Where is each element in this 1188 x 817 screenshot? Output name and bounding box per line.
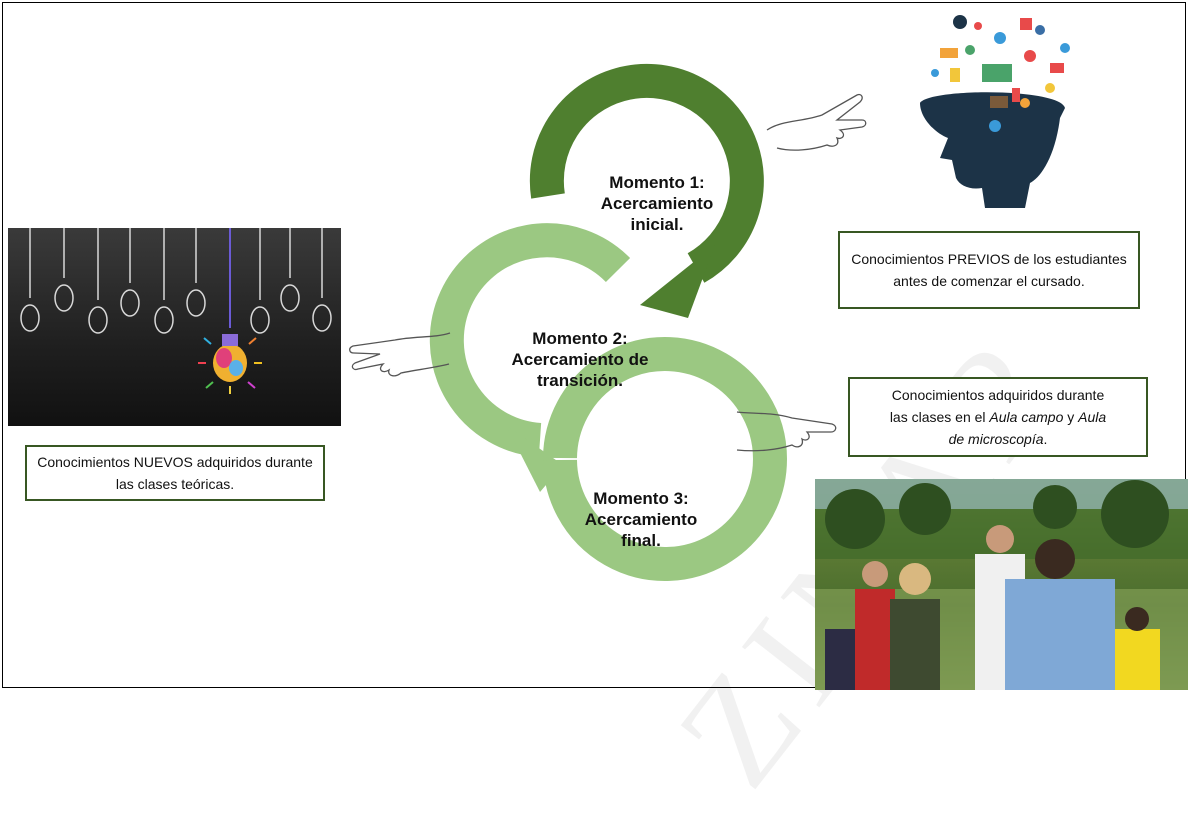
moment-3-line2: Acercamiento bbox=[584, 510, 698, 529]
field-class-photo bbox=[815, 479, 1188, 690]
acquired-knowledge-box: Conocimientos adquiridos durante las cla… bbox=[848, 377, 1148, 457]
hand-pointing-icon-3 bbox=[736, 411, 837, 452]
acquired-line-3: de microscopía. bbox=[948, 431, 1048, 447]
cycle-diagram bbox=[429, 63, 787, 581]
moment-1-line2: Acercamiento bbox=[600, 194, 714, 213]
moment-3-ring bbox=[543, 337, 787, 581]
hand-pointing-icon-1 bbox=[766, 93, 867, 151]
acquired-line-1: Conocimientos adquiridos durante bbox=[891, 387, 1105, 403]
moment-2-label: Momento 2: Acercamiento de transición. bbox=[480, 328, 680, 391]
moment-1-ring bbox=[529, 63, 764, 318]
new-knowledge-box: Conocimientos NUEVOS adquiridos durante … bbox=[25, 445, 325, 501]
moment-1-label: Momento 1: Acercamiento inicial. bbox=[572, 172, 742, 235]
moment-3-title: Momento 3: bbox=[593, 489, 689, 508]
acquired-line-2: las clases en el Aula campo y Aula bbox=[889, 409, 1107, 425]
head-with-icons-image bbox=[890, 8, 1090, 228]
new-knowledge-text: Conocimientos NUEVOS adquiridos durante … bbox=[37, 454, 313, 492]
moment-1-line3: inicial. bbox=[630, 215, 684, 234]
previous-knowledge-box: Conocimientos PREVIOS de los estudiantes… bbox=[838, 231, 1140, 309]
lightbulbs-image bbox=[8, 228, 341, 426]
head-drawing bbox=[920, 15, 1070, 208]
moment-1-title: Momento 1: bbox=[609, 173, 705, 192]
moment-2-line2: Acercamiento de bbox=[511, 350, 649, 369]
lightbulbs-drawing bbox=[20, 228, 332, 394]
hand-pointing-icon-2 bbox=[349, 332, 451, 377]
field-photo-drawing bbox=[815, 479, 1188, 690]
moment-2-line3: transición. bbox=[537, 371, 623, 390]
page-frame bbox=[2, 2, 1186, 688]
moment-3-label: Momento 3: Acercamiento final. bbox=[556, 488, 726, 551]
previous-knowledge-text: Conocimientos PREVIOS de los estudiantes… bbox=[851, 251, 1127, 289]
moment-2-title: Momento 2: bbox=[532, 329, 628, 348]
moment-3-line3: final. bbox=[621, 531, 661, 550]
